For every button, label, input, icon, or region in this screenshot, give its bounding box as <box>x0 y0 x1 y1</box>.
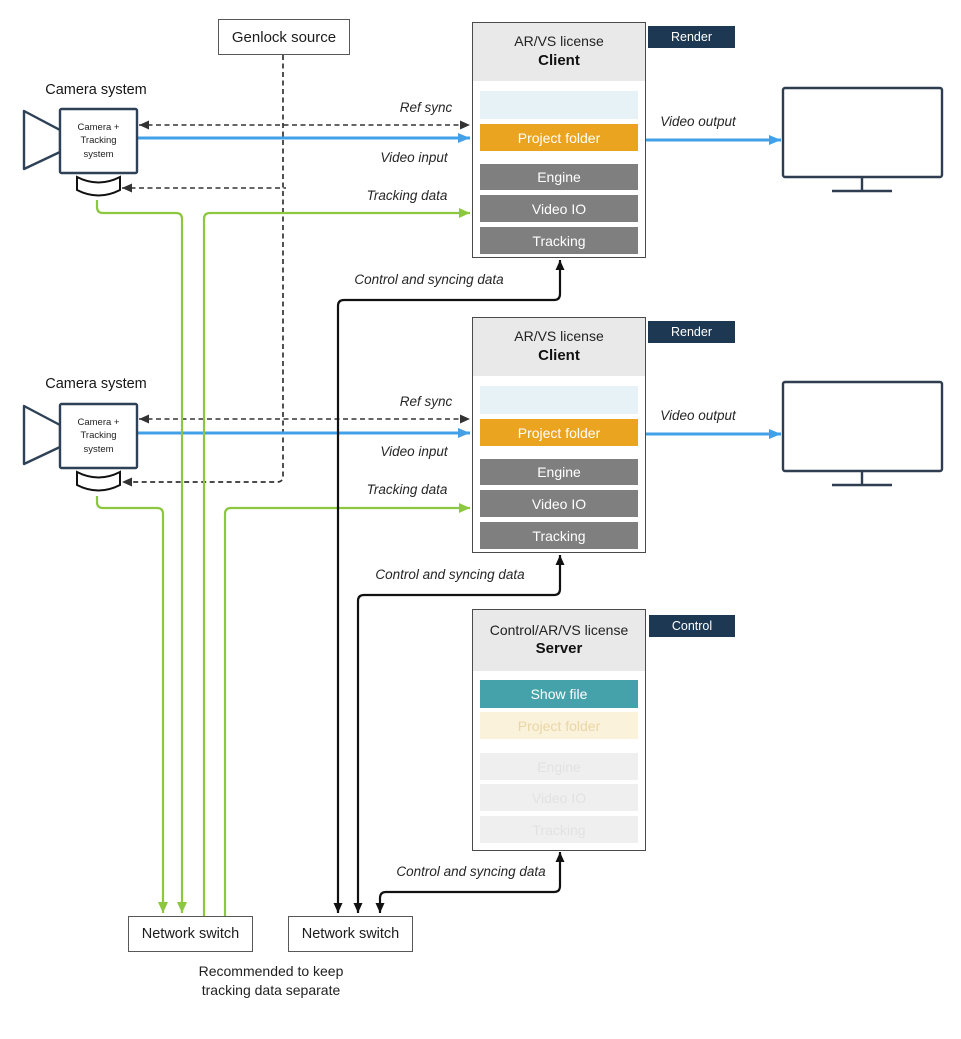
monitor-icon-2 <box>781 380 944 487</box>
control-client1-switch-line <box>333 260 565 913</box>
server-license-label: Control/AR/VS license <box>489 621 629 638</box>
video-input-label-2: Video input <box>380 444 448 459</box>
server-role-label: Server <box>535 640 583 658</box>
tracking-data-label-1: Tracking data <box>366 188 448 203</box>
client-header-2: AR/VS license Client <box>473 318 645 376</box>
client-license-label: AR/VS license <box>514 33 604 50</box>
control-sync-label-2: Control and syncing data <box>375 567 525 582</box>
render-tag-1: Render <box>648 26 735 48</box>
client1-row-project-folder: Project folder <box>480 124 638 151</box>
client1-row-video-io: Video IO <box>480 195 638 222</box>
server-row-show-file: Show file <box>480 680 638 708</box>
tracking-switch-to-client2-arrow <box>223 503 470 916</box>
control-sync-label-3: Control and syncing data <box>396 864 546 879</box>
client-header-1: AR/VS license Client <box>473 23 645 81</box>
control-client2-switch-line <box>353 555 565 913</box>
network-switch-label: Network switch <box>141 926 240 942</box>
camera-device-label-1: Camera + Tracking system <box>77 122 120 160</box>
client2-row-engine: Engine <box>480 459 638 485</box>
client2-row-tracking: Tracking <box>480 522 638 549</box>
client-box-1: AR/VS license Client Project folder Engi… <box>472 22 646 258</box>
client-role-label: Client <box>538 51 580 69</box>
ref-sync-label-1: Ref sync <box>399 100 453 115</box>
ref-sync-label-2: Ref sync <box>399 394 453 409</box>
server-box: Control/AR/VS license Server Show file P… <box>472 609 646 851</box>
video-output-label-1: Video output <box>660 114 736 129</box>
video-output-label-2: Video output <box>660 408 736 423</box>
client2-row-video-io: Video IO <box>480 490 638 517</box>
camera-icon-2 <box>22 402 139 492</box>
network-switch-box-tracking: Network switch <box>128 916 253 952</box>
tracking-note: Recommended to keep tracking data separa… <box>198 963 344 998</box>
monitor-icon-1 <box>781 86 944 193</box>
camera-system-title-1: Camera system <box>45 82 147 98</box>
client1-row-engine: Engine <box>480 164 638 190</box>
render-tag-2: Render <box>648 321 735 343</box>
genlock-source-box: Genlock source <box>218 19 350 55</box>
client1-row-tracking: Tracking <box>480 227 638 254</box>
server-row-engine-disabled: Engine <box>480 753 638 780</box>
client-license-label: AR/VS license <box>514 328 604 345</box>
camera-system-title-2: Camera system <box>45 376 147 392</box>
server-row-tracking-disabled: Tracking <box>480 816 638 843</box>
network-switch-box-control: Network switch <box>288 916 413 952</box>
server-row-project-folder-disabled: Project folder <box>480 712 638 739</box>
control-tag: Control <box>649 615 735 637</box>
control-sync-label-1: Control and syncing data <box>354 272 504 287</box>
client-box-2: AR/VS license Client Project folder Engi… <box>472 317 646 553</box>
tracking-sensor-icon-1 <box>76 175 121 197</box>
camera-device-label-2: Camera + Tracking system <box>77 417 120 455</box>
camera-icon-1 <box>22 107 139 197</box>
tracking-sensor-icon-2 <box>76 470 121 492</box>
tracking-camera2-to-switch-line <box>95 496 168 913</box>
tracking-camera1-to-switch-line <box>95 200 187 913</box>
client1-empty-row <box>480 91 638 119</box>
tracking-switch-to-client1-arrow <box>202 208 470 916</box>
server-row-video-io-disabled: Video IO <box>480 784 638 811</box>
client2-row-project-folder: Project folder <box>480 419 638 446</box>
video-input-label-1: Video input <box>380 150 448 165</box>
genlock-sync-line <box>122 55 284 487</box>
network-switch-label: Network switch <box>301 926 400 942</box>
tracking-data-label-2: Tracking data <box>366 482 448 497</box>
control-server-switch-line <box>375 852 565 913</box>
client-role-label: Client <box>538 346 580 364</box>
genlock-source-label: Genlock source <box>231 28 337 46</box>
client2-empty-row <box>480 386 638 414</box>
server-header: Control/AR/VS license Server <box>473 610 645 671</box>
